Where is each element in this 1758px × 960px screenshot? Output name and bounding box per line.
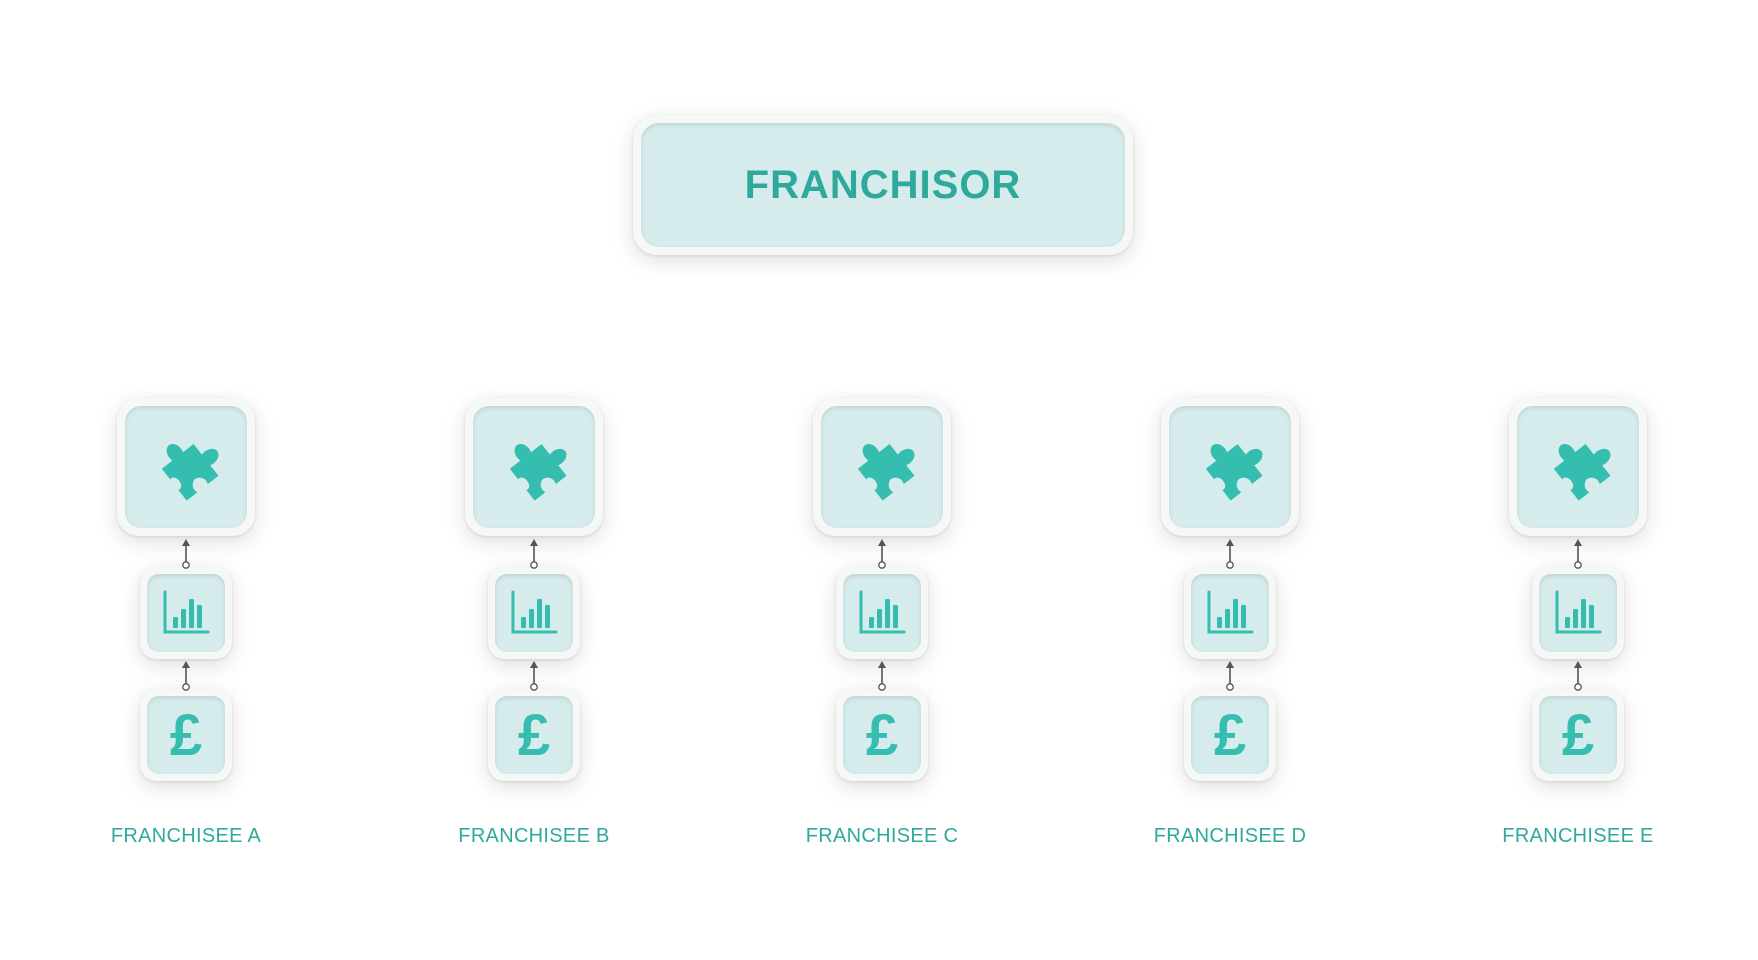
pound-sign-icon: £	[517, 703, 551, 768]
bar-chart-icon	[163, 590, 210, 634]
pound-tile: £	[1532, 689, 1624, 781]
puzzle-tile	[117, 398, 255, 536]
pound-tile-inner: £	[1539, 696, 1617, 774]
puzzle-piece-icon	[509, 443, 567, 501]
puzzle-piece-icon	[1205, 443, 1263, 501]
pound-sign-icon: £	[1213, 703, 1247, 768]
chart-tile-inner	[1539, 574, 1617, 652]
puzzle-tile-inner	[1169, 406, 1291, 528]
pound-sign-icon: £	[169, 703, 203, 768]
puzzle-piece-icon	[857, 443, 915, 501]
pound-tile-inner: £	[1191, 696, 1269, 774]
franchisee-label: FRANCHISEE C	[805, 825, 959, 847]
pound-tile: £	[1184, 689, 1276, 781]
pound-tile: £	[836, 689, 928, 781]
puzzle-tile	[813, 398, 951, 536]
puzzle-tile-inner	[125, 406, 247, 528]
franchisee-label: FRANCHISEE B	[458, 825, 610, 847]
pound-tile: £	[140, 689, 232, 781]
franchisee-column-a: £ FRANCHISEE A	[96, 0, 276, 960]
pound-sign-icon: £	[1561, 703, 1595, 768]
chart-tile	[488, 567, 580, 659]
bar-chart-icon	[1555, 590, 1602, 634]
puzzle-tile-inner	[821, 406, 943, 528]
franchisee-label: FRANCHISEE A	[110, 825, 262, 847]
bar-chart-icon	[511, 590, 558, 634]
bar-chart-icon	[859, 590, 906, 634]
puzzle-tile-inner	[1517, 406, 1639, 528]
franchisee-label: FRANCHISEE D	[1153, 825, 1307, 847]
puzzle-tile	[1509, 398, 1647, 536]
pound-tile-inner: £	[495, 696, 573, 774]
chart-tile-inner	[843, 574, 921, 652]
puzzle-piece-icon	[161, 443, 219, 501]
franchisee-column-d: £ FRANCHISEE D	[1140, 0, 1320, 960]
puzzle-tile	[1161, 398, 1299, 536]
chart-tile	[1184, 567, 1276, 659]
chart-tile	[140, 567, 232, 659]
puzzle-tile	[465, 398, 603, 536]
franchisor-title: FRANCHISOR	[744, 162, 1022, 207]
bar-chart-icon	[1207, 590, 1254, 634]
franchisor-box-inner: FRANCHISOR	[641, 123, 1125, 247]
chart-tile	[1532, 567, 1624, 659]
chart-tile-inner	[1191, 574, 1269, 652]
pound-tile: £	[488, 689, 580, 781]
pound-tile-inner: £	[147, 696, 225, 774]
franchisee-column-e: £ FRANCHISEE E	[1488, 0, 1668, 960]
franchisor-box: FRANCHISOR	[633, 115, 1133, 255]
pound-tile-inner: £	[843, 696, 921, 774]
pound-sign-icon: £	[865, 703, 899, 768]
franchisee-column-b: £ FRANCHISEE B	[444, 0, 624, 960]
chart-tile-inner	[495, 574, 573, 652]
franchisee-label: FRANCHISEE E	[1502, 825, 1654, 847]
franchisee-column-c: £ FRANCHISEE C	[792, 0, 972, 960]
puzzle-piece-icon	[1553, 443, 1611, 501]
chart-tile-inner	[147, 574, 225, 652]
chart-tile	[836, 567, 928, 659]
puzzle-tile-inner	[473, 406, 595, 528]
